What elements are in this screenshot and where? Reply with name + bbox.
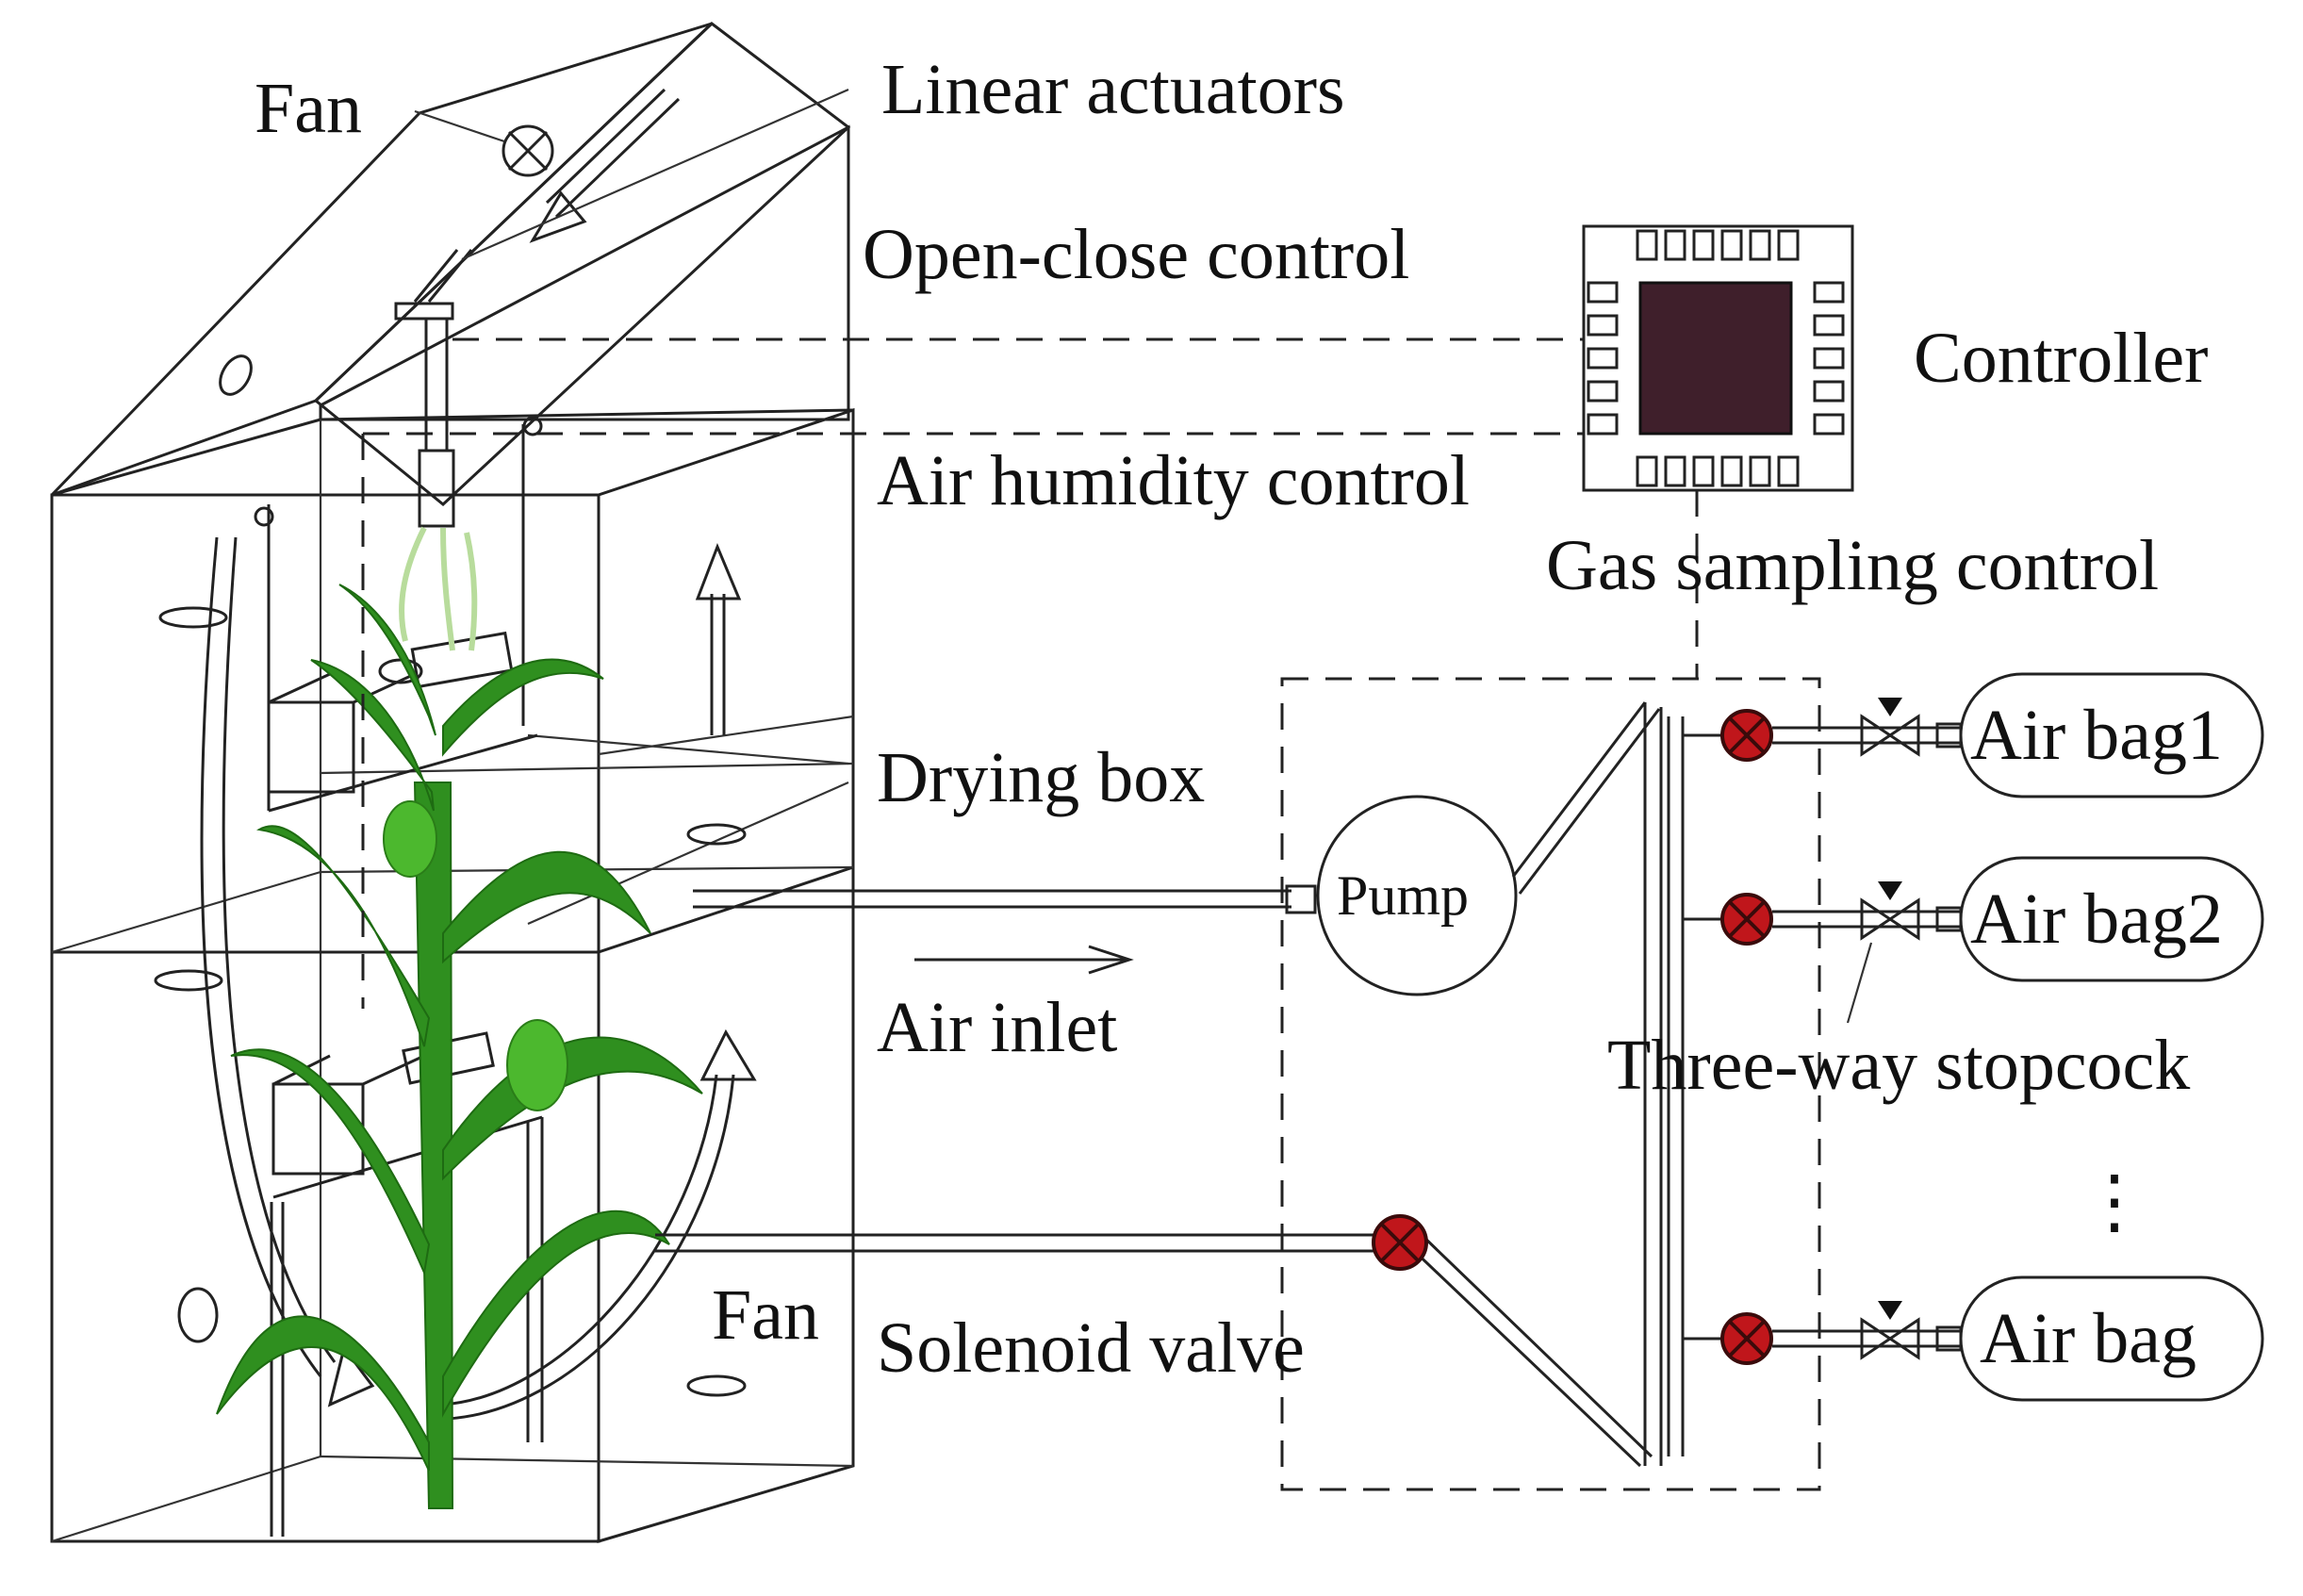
vent-icon xyxy=(177,1287,219,1343)
air-inlet-arrow xyxy=(914,945,1134,975)
sample-shelf-upper xyxy=(254,504,538,813)
air-bag-2 xyxy=(1959,856,2264,982)
vent-icon xyxy=(158,606,228,629)
drying-box-leader xyxy=(527,733,849,765)
pump-label: Pump xyxy=(1337,864,1469,927)
air-inlet-label: Air inlet xyxy=(877,988,1117,1067)
maize-plant xyxy=(216,526,703,1509)
fan-bottom-label: Fan xyxy=(712,1275,819,1355)
manifold xyxy=(1643,702,1725,1466)
drying-box-leader-2 xyxy=(527,781,849,926)
lid-vent-icon xyxy=(219,354,253,396)
controller-label: Controller xyxy=(1914,319,2208,398)
linear-actuator xyxy=(394,249,473,528)
vent-icon xyxy=(686,823,747,846)
fan-top-icon xyxy=(502,124,554,177)
manifold-valve-1 xyxy=(1720,709,1773,762)
pump xyxy=(1316,795,1518,996)
gas-sampling-control-label: Gas sampling control xyxy=(1546,526,2159,605)
fan-top-leader xyxy=(414,109,505,143)
ellipsis-label: ⋮ xyxy=(2079,1162,2150,1242)
airflow-curve-right xyxy=(442,1028,757,1421)
vent-icon xyxy=(154,969,223,992)
air-humidity-control-label: Air humidity control xyxy=(877,441,1470,520)
lid-arrow-icon xyxy=(529,88,681,243)
bag-line-1 xyxy=(1772,698,1963,757)
drying-box-label: Drying box xyxy=(877,738,1205,817)
three-way-stopcock-label: Three-way stopcock xyxy=(1607,1026,2190,1105)
open-close-control-label: Open-close control xyxy=(863,215,1409,294)
solenoid-line xyxy=(655,1233,1653,1468)
controller-core xyxy=(1638,281,1793,436)
airflow-up-arrow xyxy=(695,542,742,735)
linear-actuators-leader xyxy=(461,88,849,261)
air-bag-n xyxy=(1959,1275,2264,1402)
air-bag-n-label: Air bag xyxy=(1980,1299,2196,1378)
manifold-valve-2 xyxy=(1720,893,1773,946)
pump-outlet-tube xyxy=(1511,701,1661,895)
control-signal-lines xyxy=(361,337,1699,1009)
drying-box xyxy=(50,407,855,1544)
controller-chip xyxy=(1582,224,1854,492)
sampling-unit-box xyxy=(1280,677,1821,1491)
linear-actuators-label: Linear actuators xyxy=(881,50,1345,129)
bag-line-2 xyxy=(1772,881,1963,941)
air-bag-1-label: Air bag1 xyxy=(1970,696,2223,775)
air-inlet-tube xyxy=(693,884,1317,914)
air-bag-1 xyxy=(1959,672,2264,798)
lid-panels xyxy=(50,22,851,506)
support-rod-cap xyxy=(522,416,543,436)
manifold-valve-n xyxy=(1720,1312,1773,1365)
bag-line-n xyxy=(1772,1301,1963,1360)
fan-bottom-icon xyxy=(686,1374,747,1397)
stopcock-leader xyxy=(1846,942,1873,1024)
fan-top-label: Fan xyxy=(255,69,362,148)
airflow-curve-left xyxy=(200,536,375,1407)
air-bag-2-label: Air bag2 xyxy=(1970,880,2223,959)
solenoid-valve-label: Solenoid valve xyxy=(877,1308,1305,1388)
